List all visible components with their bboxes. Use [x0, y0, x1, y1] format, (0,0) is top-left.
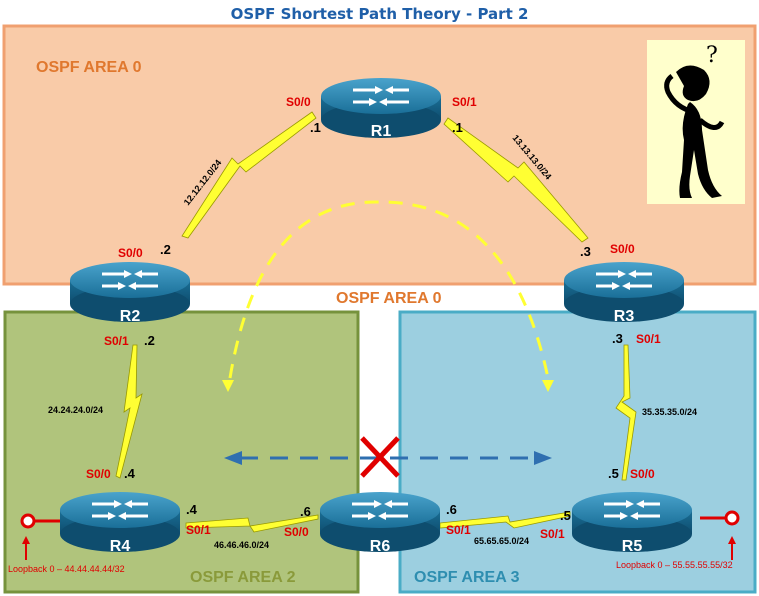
serial-links	[115, 111, 637, 533]
r3-s01-ip: .3	[612, 331, 623, 346]
r2-s01-label: S0/1	[104, 334, 129, 348]
r4-s00-ip: .4	[124, 466, 136, 481]
r4-s00-label: S0/0	[86, 467, 111, 481]
area0-path-arrow	[228, 200, 550, 379]
router-r1-label: R1	[371, 123, 392, 140]
link-r4-r6	[185, 514, 319, 533]
blocked-x-icon	[360, 436, 400, 478]
arrow-head-right	[542, 380, 554, 392]
loopback-r4-label: Loopback 0 – 44.44.44.44/32	[8, 564, 125, 574]
router-r2-label: R2	[120, 308, 141, 325]
r1-s00-ip: .1	[310, 120, 321, 135]
link-r1-r2	[181, 111, 317, 239]
r6-s00-ip: .6	[300, 504, 311, 519]
r5-s01-ip: .5	[560, 508, 571, 523]
r5-s00-label: S0/0	[630, 467, 655, 481]
link-r5-r6	[439, 511, 571, 529]
r2-s00-label: S0/0	[118, 246, 143, 260]
area-2-label: OSPF AREA 2	[190, 569, 296, 586]
r3-s01-label: S0/1	[636, 332, 661, 346]
r3-s00-ip: .3	[580, 244, 591, 259]
r2-s00-ip: .2	[160, 242, 171, 257]
net-r4-r6-label: 46.46.46.0/24	[214, 540, 269, 550]
loopback-r5-label: Loopback 0 – 55.55.55.55/32	[616, 560, 733, 570]
router-r4-label: R4	[110, 538, 131, 555]
r6-s01-label: S0/1	[446, 523, 471, 537]
net-r5-r6-label: 65.65.65.0/24	[474, 536, 529, 546]
diagram-title: OSPF Shortest Path Theory - Part 2	[230, 5, 529, 23]
link-r3-r5	[615, 344, 637, 481]
arrow-head-left	[222, 380, 234, 392]
r2-s01-ip: .2	[144, 333, 155, 348]
router-r5-label: R5	[622, 538, 643, 555]
loopback-r4	[20, 513, 60, 560]
area-2-region	[3, 310, 360, 594]
blue-arrow-head-right	[534, 451, 552, 465]
area-3-region	[398, 310, 757, 594]
area-0-region	[2, 24, 757, 286]
r1-s00-label: S0/0	[286, 95, 311, 109]
r6-s01-ip: .6	[446, 502, 457, 517]
router-r3-label: R3	[614, 308, 635, 325]
r5-s00-ip: .5	[608, 466, 619, 481]
area-0-label-mid: OSPF AREA 0	[336, 290, 442, 307]
net-r2-r4-label: 24.24.24.0/24	[48, 405, 103, 415]
question-mark: ?	[706, 43, 718, 68]
r4-s01-label: S0/1	[186, 523, 211, 537]
blue-arrow-head-left	[224, 451, 242, 465]
r5-s01-label: S0/1	[540, 527, 565, 541]
net-r3-r5-label: 35.35.35.0/24	[642, 407, 697, 417]
loopback-r5	[700, 510, 740, 560]
router-r6-label: R6	[370, 538, 391, 555]
thinking-person-icon: ?	[647, 40, 745, 204]
r6-s00-label: S0/0	[284, 525, 309, 539]
area-0-label-top: OSPF AREA 0	[36, 59, 142, 76]
r4-s01-ip: .4	[186, 502, 198, 517]
r1-s01-label: S0/1	[452, 95, 477, 109]
link-r1-r3	[443, 117, 589, 243]
r1-s01-ip: .1	[452, 120, 463, 135]
link-r2-r4	[115, 344, 143, 479]
area-3-label: OSPF AREA 3	[414, 569, 520, 586]
r3-s00-label: S0/0	[610, 242, 635, 256]
